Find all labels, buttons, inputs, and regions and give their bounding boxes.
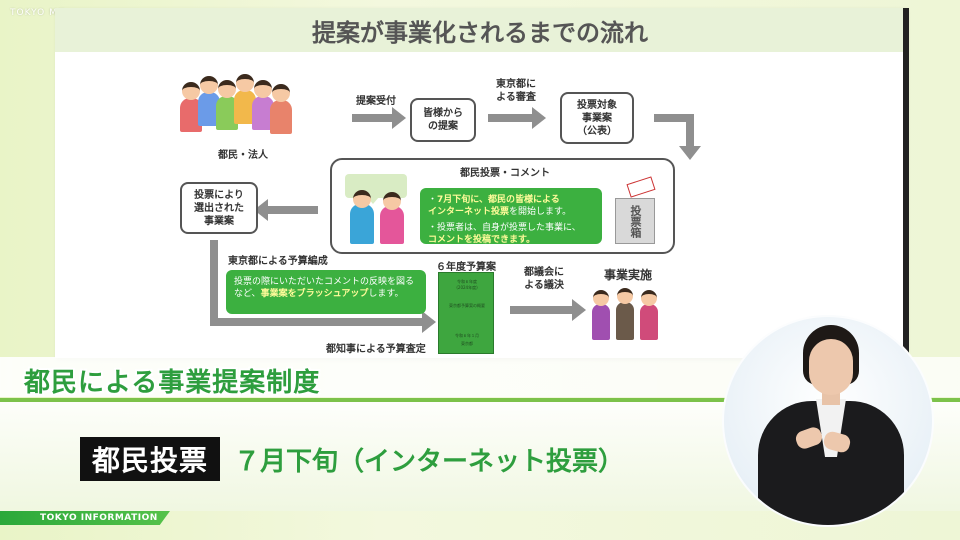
sign-language-interpreter-inset bbox=[722, 315, 934, 527]
budget-note-b: 事業案をブラッシュアップ bbox=[260, 289, 369, 300]
implementation-label: 事業実施 bbox=[604, 268, 653, 282]
arrow-right-icon bbox=[210, 311, 436, 333]
budget-book-line: 令和６年１月 bbox=[455, 333, 479, 338]
person-figure bbox=[252, 80, 274, 130]
caption-tag: 都民投票 bbox=[80, 437, 220, 481]
elbow-arrow-vertical bbox=[686, 114, 694, 148]
crowd-label: 都民・法人 bbox=[218, 150, 268, 161]
person-figure bbox=[180, 82, 202, 132]
vote-note-line2-a: 投票者は、自身が投票した事業に、 bbox=[437, 223, 581, 234]
crowd-illustration bbox=[180, 74, 292, 136]
vote-note: ・7月下旬に、都民の皆様によるインターネット投票を開始します。 ・投票者は、自身… bbox=[420, 188, 602, 246]
arrow-left-icon bbox=[254, 199, 318, 221]
voter-girl-figure bbox=[380, 206, 404, 244]
person-figure bbox=[198, 76, 220, 126]
elbow-arrow-horizontal bbox=[654, 114, 694, 122]
celebrating-people-illustration bbox=[590, 286, 660, 342]
budget-note: 投票の際にいただいたコメントの反映を図るなど、事業案をブラッシュアップします。 bbox=[226, 270, 426, 314]
arrow-right-icon bbox=[510, 299, 586, 321]
voter-boy-head bbox=[353, 190, 371, 208]
arrow-right-icon bbox=[488, 107, 546, 129]
board-title: 提案が事業化されるまでの流れ bbox=[55, 8, 905, 52]
vote-note-line1-c: を開始します。 bbox=[509, 207, 572, 218]
budget-book-line: 東京都 bbox=[461, 341, 473, 346]
ballot-box-text: 投票箱 bbox=[629, 204, 643, 238]
step-review-label: 東京都に よる審査 bbox=[496, 79, 536, 103]
ballot-box-icon: 投票箱 bbox=[615, 198, 655, 244]
vote-note-line2-b: コメントを投稿できます。 bbox=[428, 235, 536, 246]
vote-panel-title: 都民投票・コメント bbox=[460, 168, 550, 179]
budget-note-c: します。 bbox=[368, 289, 404, 300]
budget-compilation-label: 東京都による予算編成 bbox=[228, 256, 328, 267]
assembly-vote-label: 都議会に よる議決 bbox=[524, 267, 564, 291]
caption-text: ７月下旬（インターネット投票） bbox=[234, 446, 625, 477]
box-selected-proposals: 投票により 選出された 事業案 bbox=[180, 182, 258, 234]
vote-note-line1-b: インターネット投票 bbox=[428, 207, 510, 218]
voter-boy-figure bbox=[350, 204, 374, 244]
budget-book-line: 東京都予算案の概要 bbox=[449, 303, 485, 308]
budget-note-a: 投票の際にいただいたコメントの反映を図るなど、 bbox=[234, 277, 415, 300]
station-logo: TOKYO MX bbox=[10, 8, 66, 18]
person-figure bbox=[234, 74, 256, 124]
vote-note-line2: ・投票者は、自身が投票した事業に、コメントを投稿できます。 bbox=[428, 223, 581, 246]
budget-book-line: 令和６年度 bbox=[457, 279, 477, 284]
segment-title: 都民による事業提案制度 bbox=[24, 368, 321, 398]
board-edge bbox=[903, 8, 909, 358]
budget-book-line: (2024年度) bbox=[456, 285, 478, 290]
vote-note-line1-a: 7月下旬に、都民の皆様による bbox=[437, 195, 560, 205]
budget-book-label: ６年度予算案 bbox=[436, 262, 496, 273]
voter-girl-head bbox=[383, 192, 401, 210]
governor-assessment-label: 都知事による予算査定 bbox=[326, 344, 426, 355]
person-figure bbox=[216, 80, 238, 130]
arrow-right-icon bbox=[352, 107, 406, 129]
vote-note-line1: ・7月下旬に、都民の皆様によるインターネット投票を開始します。 bbox=[428, 195, 572, 218]
person-figure bbox=[270, 84, 292, 134]
path-vertical bbox=[210, 240, 218, 326]
step-receive-label: 提案受付 bbox=[356, 96, 396, 107]
budget-book-icon: 令和６年度 (2024年度) 東京都予算案の概要 令和６年１月 東京都 bbox=[438, 272, 494, 354]
arrow-down-icon bbox=[679, 146, 701, 160]
info-bar: TOKYO INFORMATION bbox=[0, 511, 170, 525]
interpreter-face bbox=[809, 339, 853, 395]
box-proposals: 皆様から の提案 bbox=[410, 98, 476, 142]
box-vote-target: 投票対象 事業案 （公表） bbox=[560, 92, 634, 144]
